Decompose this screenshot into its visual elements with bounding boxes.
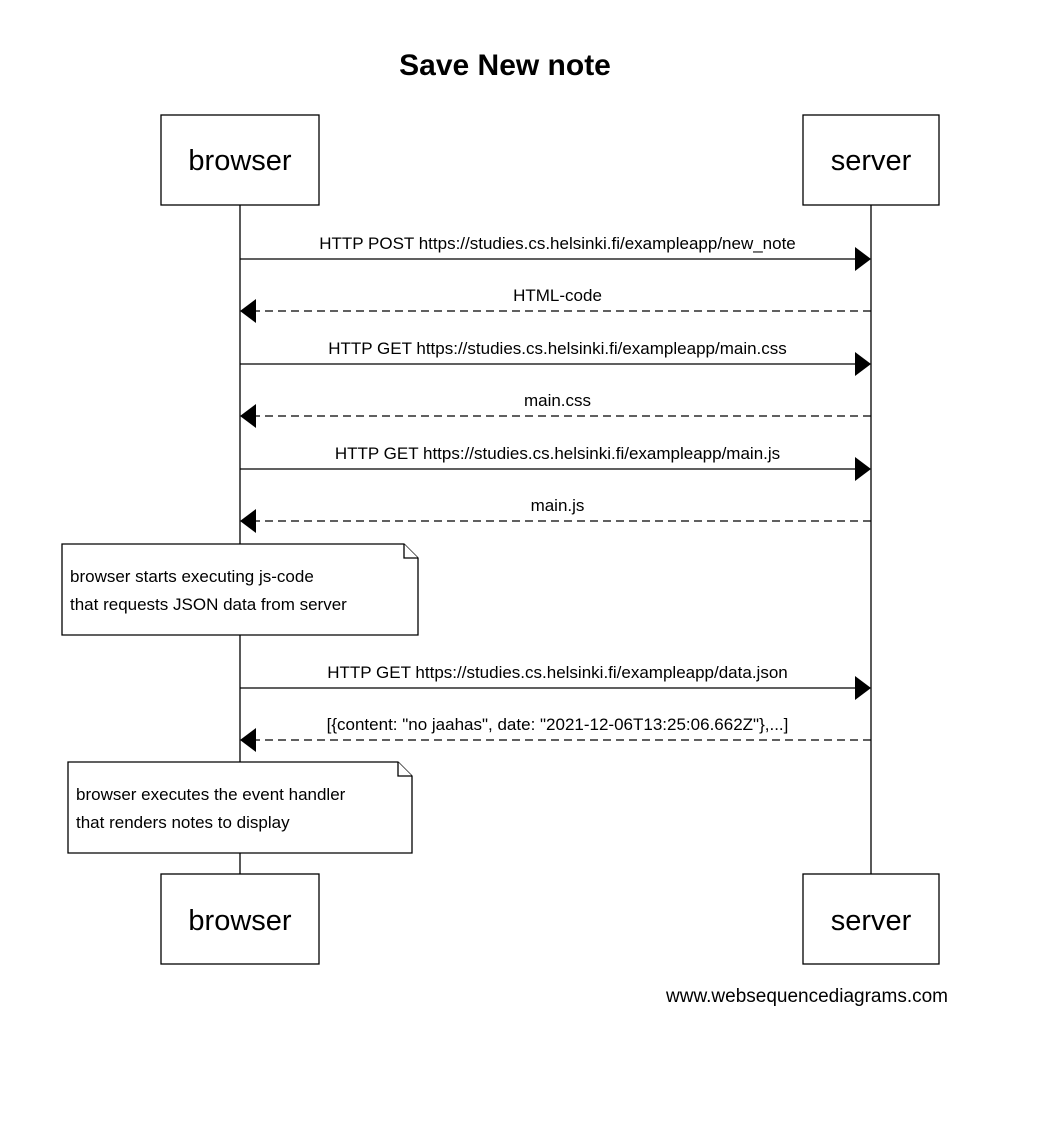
arrowhead-icon (855, 457, 871, 481)
message-label: main.js (531, 496, 585, 515)
message-label: HTTP GET https://studies.cs.helsinki.fi/… (335, 444, 780, 463)
message-9: [{content: "no jaahas", date: "2021-12-0… (240, 715, 871, 752)
arrowhead-icon (240, 728, 256, 752)
message-4: main.css (240, 391, 871, 428)
participant-label-browser: browser (188, 145, 291, 177)
message-label: HTTP POST https://studies.cs.helsinki.fi… (319, 234, 796, 253)
message-label: HTTP GET https://studies.cs.helsinki.fi/… (327, 663, 787, 682)
arrowhead-icon (240, 299, 256, 323)
message-label: main.css (524, 391, 591, 410)
participant-browser-bottom: browser (160, 873, 320, 965)
note-box (67, 761, 413, 854)
note-7: browser starts executing js-code that req… (61, 543, 419, 636)
note-line: browser starts executing js-code (70, 567, 314, 586)
message-2: HTML-code (240, 286, 871, 323)
arrowhead-icon (855, 247, 871, 271)
participant-server-top: server (802, 114, 940, 206)
note-fold-corner (403, 544, 418, 559)
note-line: browser executes the event handler (76, 785, 346, 804)
message-label: [{content: "no jaahas", date: "2021-12-0… (327, 715, 789, 734)
message-6: main.js (240, 496, 871, 533)
participant-label-server: server (831, 145, 912, 177)
arrowhead-icon (855, 676, 871, 700)
note-line: that renders notes to display (76, 813, 290, 832)
note-line: that requests JSON data from server (70, 595, 347, 614)
participant-label-browser: browser (188, 905, 291, 937)
participant-server-bottom: server (802, 873, 940, 965)
sequence-steps: HTTP POST https://studies.cs.helsinki.fi… (61, 234, 871, 854)
message-5: HTTP GET https://studies.cs.helsinki.fi/… (240, 444, 871, 481)
message-1: HTTP POST https://studies.cs.helsinki.fi… (240, 234, 871, 271)
arrowhead-icon (240, 404, 256, 428)
note-fold-corner (397, 762, 412, 777)
note-box (61, 543, 419, 636)
arrowhead-icon (240, 509, 256, 533)
message-3: HTTP GET https://studies.cs.helsinki.fi/… (240, 339, 871, 376)
participant-label-server: server (831, 905, 912, 937)
message-label: HTTP GET https://studies.cs.helsinki.fi/… (328, 339, 787, 358)
watermark: www.websequencediagrams.com (665, 986, 948, 1007)
message-8: HTTP GET https://studies.cs.helsinki.fi/… (240, 663, 871, 700)
message-label: HTML-code (513, 286, 602, 305)
arrowhead-icon (855, 352, 871, 376)
note-10: browser executes the event handler that r… (67, 761, 413, 854)
participant-browser-top: browser (160, 114, 320, 206)
diagram-title: Save New note (399, 49, 611, 82)
